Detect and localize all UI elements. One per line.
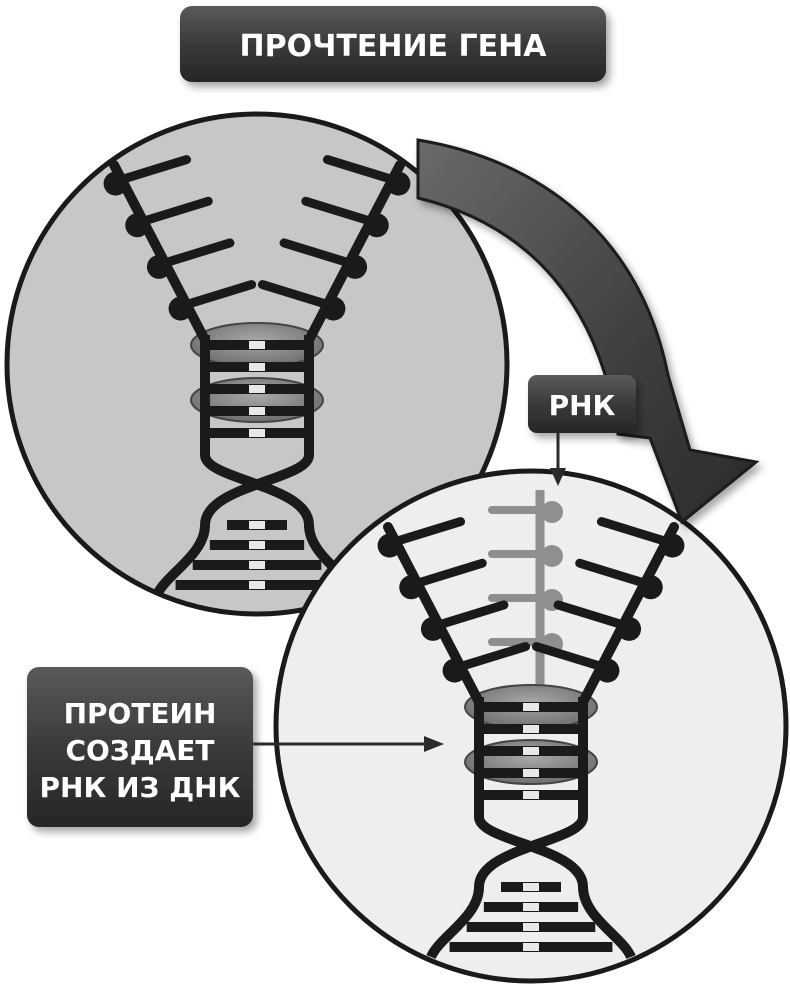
base-pair-gap [523,703,539,711]
nucleotide-arm [575,558,650,588]
rna-knob [541,501,563,523]
base-pair-gap [249,521,265,529]
base-pair-gap [249,407,265,415]
base-pair-gap [523,923,539,931]
dna-double-helix-bottom [377,517,685,960]
protein-label-box: ПРОТЕИН СОЗДАЕТ РНК ИЗ ДНК [27,667,253,827]
base-pair-gap [249,385,265,393]
protein-label-line2: СОЗДАЕТ [65,734,214,767]
diagram-title: ПРОЧТЕНИЕ ГЕНА [240,29,548,64]
arrow-pointer-icon [253,736,444,752]
rna-label-box: РНК [528,375,636,433]
rna-strand [488,490,563,700]
title-box: ПРОЧТЕНИЕ ГЕНА [180,6,606,82]
dna-helix-strand [152,453,314,598]
base-pair-gap [249,541,265,549]
nucleotide-arm [322,155,397,185]
curved-arrow-icon [416,138,760,525]
base-pair-gap [523,943,539,951]
rna-knob [541,545,563,567]
dna-helix-strand [474,815,636,960]
nucleotide-arm [279,238,354,268]
base-pair-gap [249,341,265,349]
nucleotide-arm [456,642,531,672]
base-pair-gap [249,581,265,589]
dna-double-helix-top [103,155,411,598]
base-pair-gap [523,747,539,755]
nucleotide-arm [391,517,466,547]
nucleotide-arm [160,238,235,268]
nucleotide-arm [117,155,192,185]
base-pair-gap [249,429,265,437]
nucleotide-arm [138,196,213,226]
bottom-circle-rna-synthesis [273,468,789,984]
nucleotide-arm [301,196,376,226]
protein-label-line3: РНК ИЗ ДНК [40,771,241,804]
nucleotide-arm [182,280,257,310]
nucleotide-arm [596,517,671,547]
nucleotide-arm [553,600,628,630]
nucleotide-arm [434,600,509,630]
base-pair-gap [523,883,539,891]
base-pair-gap [249,363,265,371]
nucleotide-arm [257,280,332,310]
base-pair-gap [523,769,539,777]
top-circle-dna-unwinding [4,111,510,617]
rna-label: РНК [549,389,616,422]
base-pair-gap [249,561,265,569]
rna-pointer-arrow [550,433,566,486]
dna-helix-strand [426,815,588,960]
base-pair-gap [523,903,539,911]
nucleotide-arm [412,558,487,588]
nucleotide-arm [531,642,606,672]
base-pair-gap [523,791,539,799]
protein-label-line1: ПРОТЕИН [64,697,217,730]
base-pair-gap [523,725,539,733]
